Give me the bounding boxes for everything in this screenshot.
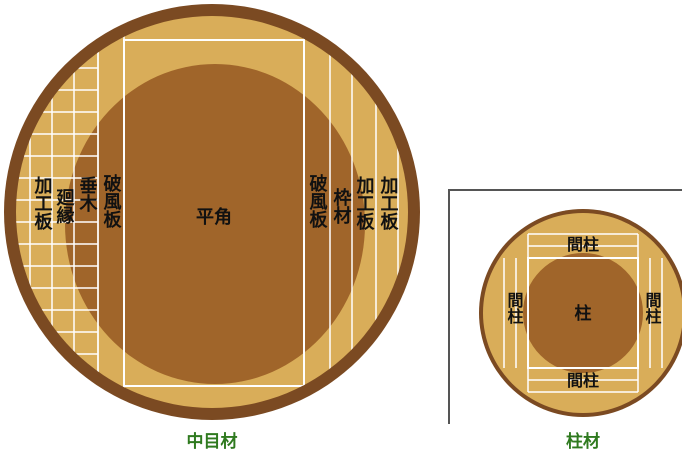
small-log-cross-section: 間柱 間柱 柱 間柱 間柱	[479, 209, 682, 417]
label-processed-board-right-1: 加工板	[354, 176, 376, 231]
label-stud-bottom: 間柱	[567, 371, 599, 390]
large-log-heartwood	[65, 64, 365, 384]
label-stud-right: 間柱	[643, 292, 662, 325]
label-stud-left: 間柱	[505, 292, 524, 325]
post-region	[527, 257, 639, 369]
label-barge-board-right: 破風板	[307, 173, 328, 229]
label-rafter: 垂木	[77, 176, 99, 213]
label-frame-material: 枠材	[331, 187, 352, 224]
label-stud-top: 間柱	[567, 235, 599, 254]
label-flat-square-timber: 平角	[196, 206, 232, 228]
label-processed-board-right-2: 加工板	[378, 176, 400, 231]
label-barge-board-left: 破風板	[101, 173, 122, 229]
inset-frame	[448, 189, 682, 424]
caption-medium-diameter-timber: 中目材	[187, 431, 238, 452]
large-log-cross-section: 加工板 廻縁 垂木 破風板 平角 破風板 枠材 加工板 加工板	[4, 4, 420, 420]
stud-grid	[503, 233, 663, 393]
label-processed-board-left: 加工板	[32, 176, 54, 231]
label-post: 柱	[575, 303, 592, 324]
label-crown-molding: 廻縁	[54, 188, 76, 225]
small-log-heartwood	[523, 253, 643, 373]
caption-post-timber: 柱材	[566, 431, 600, 452]
